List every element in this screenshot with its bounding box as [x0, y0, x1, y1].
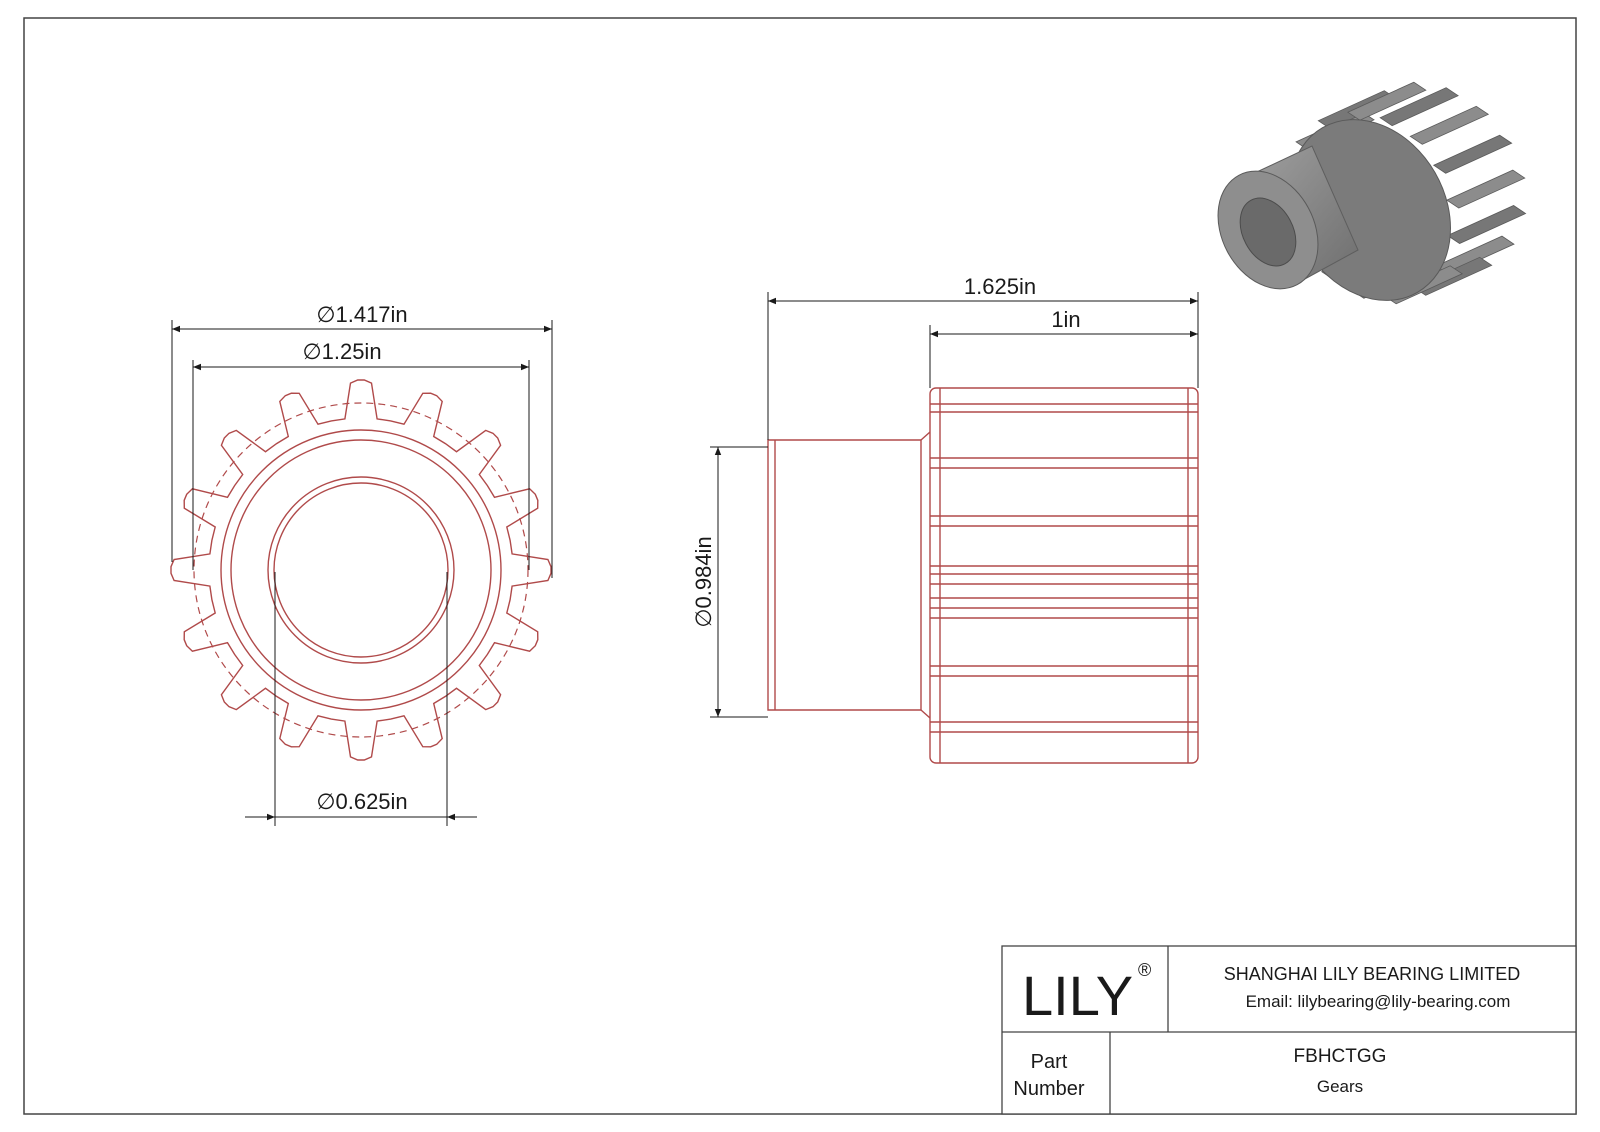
od-dimension-label: ∅1.417in: [316, 302, 407, 327]
gear-3d-render: [1217, 81, 1527, 305]
title-block-frame: [1001, 945, 1577, 1115]
part-label-line1: Part: [1031, 1051, 1068, 1073]
bore-chamfer-circle: [267, 476, 455, 664]
hub-chamfer-circle: [230, 439, 492, 701]
hub-outer-circle: [220, 429, 502, 711]
render-tooth: [1347, 81, 1427, 121]
render-bore: [1239, 197, 1297, 267]
company-logo: LILY: [1022, 964, 1133, 1027]
gear-face-body: [929, 387, 1199, 764]
render-tooth: [1409, 105, 1490, 145]
company-email: Email: lilybearing@lily-bearing.com: [1246, 992, 1511, 1011]
render-tooth: [1446, 205, 1527, 244]
sheet-border: [23, 17, 1577, 1115]
render-tooth: [1379, 87, 1459, 127]
hub-shoulder-top: [920, 431, 931, 441]
hub-dia-dimension-label: ∅0.984in: [691, 536, 716, 627]
side-view-dimensions: 1.625in 1in ∅0.984in: [691, 274, 1199, 718]
title-block: LILY ® SHANGHAI LILY BEARING LIMITED Ema…: [1001, 945, 1577, 1115]
bore-dimension-label: ∅0.625in: [316, 789, 407, 814]
bore-circle: [273, 482, 449, 658]
part-category: Gears: [1317, 1077, 1363, 1096]
render-tooth: [1445, 169, 1526, 209]
pd-dimension-label: ∅1.25in: [302, 339, 381, 364]
render-tooth: [1432, 134, 1513, 174]
face-dimension-label: 1in: [1051, 307, 1080, 332]
hub-shoulder-bottom: [920, 709, 931, 719]
front-view: ∅1.417in ∅1.25in ∅0.625in: [170, 302, 553, 826]
tooth-lines: [930, 403, 1198, 733]
hub-profile: [767, 439, 922, 711]
length-dimension-label: 1.625in: [964, 274, 1036, 299]
part-label-line2: Number: [1013, 1078, 1084, 1100]
side-view: [767, 387, 1199, 764]
pitch-circle: [193, 402, 529, 738]
part-number: FBHCTGG: [1294, 1046, 1387, 1067]
company-name: SHANGHAI LILY BEARING LIMITED: [1224, 964, 1520, 984]
registered-mark: ®: [1138, 960, 1151, 980]
gear-tooth-outline: [170, 379, 552, 761]
